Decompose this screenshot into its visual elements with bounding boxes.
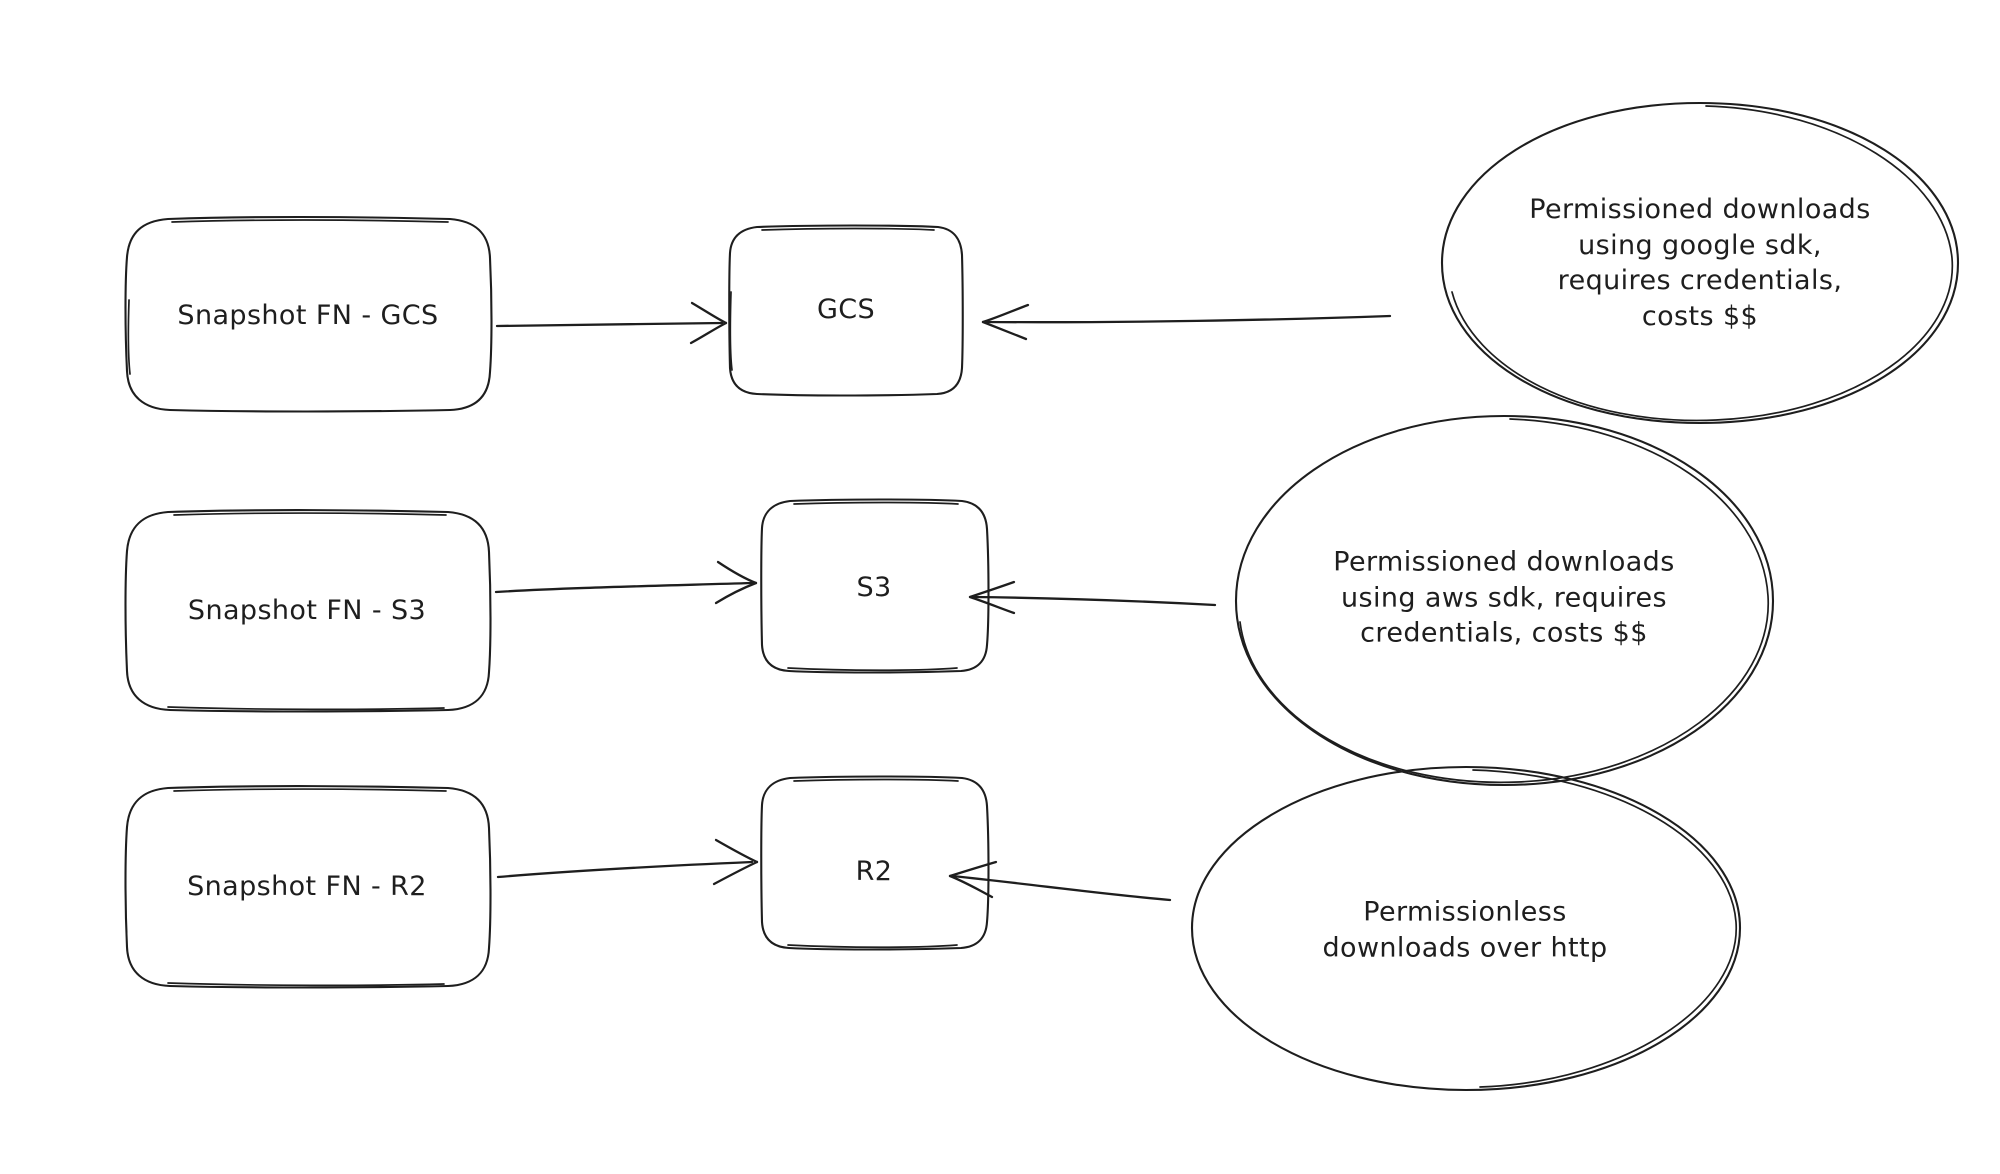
arrow-source-to-gcs bbox=[495, 301, 728, 345]
arrow-source-to-r2 bbox=[496, 838, 759, 886]
target-node-s3[interactable] bbox=[760, 498, 990, 674]
arrow-source-to-s3 bbox=[494, 560, 758, 605]
arrow-note-to-r2 bbox=[948, 860, 1172, 902]
target-node-gcs[interactable] bbox=[728, 224, 964, 397]
note-bubble-r2[interactable] bbox=[1190, 765, 1742, 1092]
source-node-gcs[interactable] bbox=[124, 216, 493, 413]
arrow-note-to-s3 bbox=[968, 580, 1217, 615]
note-bubble-gcs[interactable] bbox=[1440, 101, 1960, 425]
source-node-r2[interactable] bbox=[124, 785, 492, 989]
arrow-note-to-gcs bbox=[981, 303, 1392, 341]
target-node-r2[interactable] bbox=[760, 775, 990, 951]
source-node-s3[interactable] bbox=[124, 509, 492, 713]
note-bubble-s3[interactable] bbox=[1234, 414, 1775, 787]
